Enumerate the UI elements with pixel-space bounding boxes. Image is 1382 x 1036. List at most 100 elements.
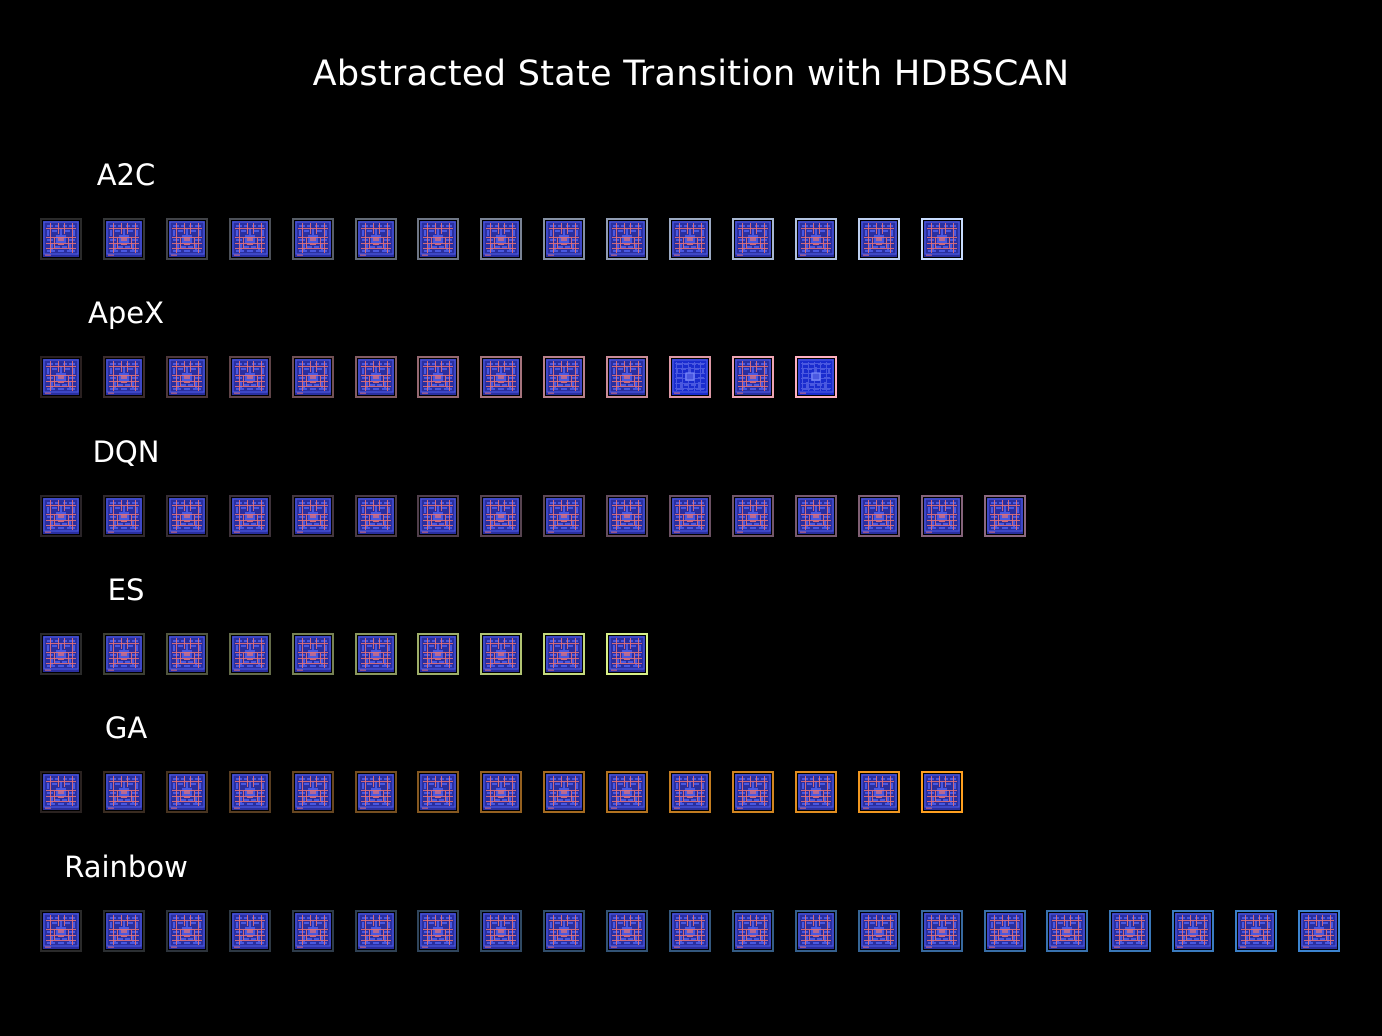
maze-icon — [483, 635, 519, 672]
maze-icon — [672, 774, 708, 811]
maze-icon — [232, 221, 268, 257]
maze-icon — [609, 774, 645, 811]
algo-label-ga: GA — [104, 711, 148, 746]
maze-icon — [106, 912, 142, 949]
state-frame — [1109, 909, 1151, 952]
maze-icon — [106, 497, 142, 534]
maze-icon — [546, 912, 582, 949]
state-frame — [40, 632, 82, 675]
state-frame — [40, 356, 82, 399]
maze-icon — [546, 359, 582, 396]
maze-icon — [672, 497, 708, 534]
frame-row-rainbow — [40, 909, 1344, 956]
state-frame — [543, 632, 585, 675]
maze-icon — [609, 497, 645, 534]
state-frame — [606, 494, 648, 537]
state-frame — [417, 909, 459, 952]
maze-icon — [861, 497, 897, 534]
maze-icon — [1112, 912, 1148, 949]
maze-icon — [295, 912, 331, 949]
algo-label-rainbow: Rainbow — [64, 849, 188, 884]
state-frame — [480, 909, 522, 952]
maze-icon — [735, 912, 771, 949]
maze-icon — [106, 635, 142, 672]
state-frame — [103, 909, 145, 952]
state-frame — [858, 771, 900, 814]
maze-icon — [358, 912, 394, 949]
state-frame — [732, 494, 774, 537]
maze-icon — [106, 221, 142, 257]
state-frame — [103, 356, 145, 399]
state-frame — [732, 218, 774, 260]
maze-icon — [169, 912, 205, 949]
maze-icon — [735, 221, 771, 257]
state-frame — [795, 909, 837, 952]
state-frame — [417, 771, 459, 814]
state-frame — [732, 771, 774, 814]
maze-icon — [672, 912, 708, 949]
state-frame — [40, 909, 82, 952]
state-frame — [795, 218, 837, 260]
state-frame — [480, 494, 522, 537]
maze-icon — [1238, 912, 1274, 949]
maze-icon — [546, 221, 582, 257]
state-frame — [292, 771, 334, 814]
maze-icon — [735, 497, 771, 534]
maze-icon — [232, 497, 268, 534]
state-frame — [292, 494, 334, 537]
state-frame — [669, 356, 711, 399]
maze-icon — [295, 359, 331, 396]
state-frame — [229, 909, 271, 952]
maze-icon — [609, 635, 645, 672]
maze-icon — [924, 774, 960, 811]
state-frame — [355, 356, 397, 399]
state-frame — [292, 356, 334, 399]
state-frame — [795, 356, 837, 399]
state-frame — [292, 909, 334, 952]
state-frame — [669, 218, 711, 260]
state-frame — [480, 218, 522, 260]
maze-icon — [798, 497, 834, 534]
state-frame — [606, 632, 648, 675]
state-frame — [1172, 909, 1214, 952]
state-frame — [795, 771, 837, 814]
state-frame — [417, 494, 459, 537]
state-frame — [417, 632, 459, 675]
state-frame — [543, 771, 585, 814]
state-frame — [606, 909, 648, 952]
algo-label-dqn: DQN — [92, 434, 160, 469]
frame-row-dqn — [40, 494, 1030, 541]
maze-icon — [798, 359, 834, 396]
maze-icon — [798, 912, 834, 949]
state-frame — [984, 494, 1026, 537]
maze-icon — [43, 912, 79, 949]
state-frame — [229, 356, 271, 399]
state-frame — [166, 909, 208, 952]
state-frame — [858, 494, 900, 537]
state-frame — [606, 356, 648, 399]
state-frame — [543, 494, 585, 537]
state-frame — [921, 218, 963, 260]
state-frame — [355, 909, 397, 952]
maze-icon — [232, 635, 268, 672]
maze-icon — [295, 221, 331, 257]
maze-icon — [43, 774, 79, 811]
state-frame — [1298, 909, 1340, 952]
maze-icon — [609, 221, 645, 257]
maze-icon — [420, 774, 456, 811]
state-frame — [355, 632, 397, 675]
maze-icon — [546, 774, 582, 811]
maze-icon — [924, 912, 960, 949]
maze-icon — [924, 221, 960, 257]
state-frame — [669, 771, 711, 814]
maze-icon — [420, 359, 456, 396]
maze-icon — [420, 635, 456, 672]
state-frame — [103, 494, 145, 537]
state-frame — [166, 494, 208, 537]
maze-icon — [735, 359, 771, 396]
state-frame — [858, 909, 900, 952]
state-frame — [229, 632, 271, 675]
frame-row-es — [40, 632, 653, 679]
maze-icon — [106, 774, 142, 811]
maze-icon — [43, 635, 79, 672]
